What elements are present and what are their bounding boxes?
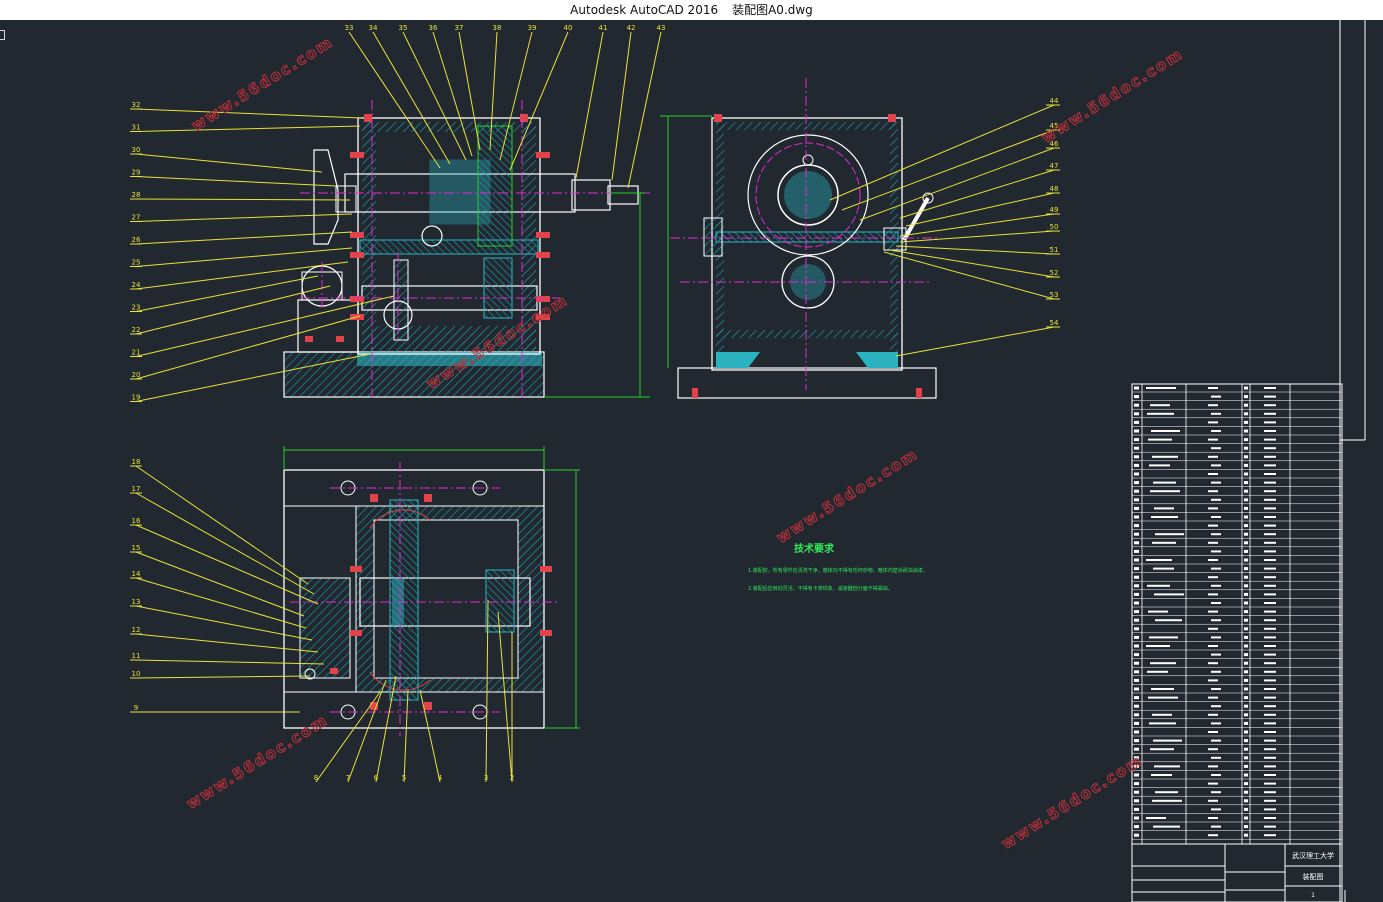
balloon-22: 22: [132, 326, 141, 334]
balloon-9: 9: [134, 704, 138, 712]
balloon-48: 48: [1050, 185, 1059, 193]
balloon-34: 34: [369, 24, 378, 32]
balloon-23: 23: [132, 304, 141, 312]
window-titlebar: Autodesk AutoCAD 2016 装配图A0.dwg: [0, 0, 1383, 20]
technical-requirements: 技术要求 1.装配前，所有零件应清洗干净，箱体内不得有任何杂物，箱体内壁涂耐油油…: [748, 542, 928, 592]
watermark-text: www.56doc.com: [773, 445, 921, 547]
balloon-28: 28: [132, 191, 141, 199]
balloon-12: 12: [132, 626, 141, 634]
balloon-24: 24: [132, 281, 141, 289]
tech-note-1: 1.装配前，所有零件应清洗干净，箱体内不得有任何杂物，箱体内壁涂耐油油漆。: [748, 567, 928, 574]
tech-notes-title: 技术要求: [794, 542, 835, 555]
balloon-30: 30: [132, 146, 141, 154]
app-title: Autodesk AutoCAD 2016: [570, 3, 719, 17]
balloon-40: 40: [564, 24, 573, 32]
watermark-text: www.56doc.com: [188, 33, 336, 135]
balloon-49: 49: [1050, 206, 1059, 214]
watermark-layer: www.56doc.com www.56doc.com www.56doc.com w…: [183, 32, 1187, 853]
balloon-37: 37: [455, 24, 464, 32]
balloon-44: 44: [1050, 97, 1059, 105]
balloon-5: 5: [402, 774, 406, 782]
watermark-text: www.56doc.com: [1038, 45, 1186, 147]
balloon-8: 8: [314, 774, 318, 782]
balloon-4: 4: [438, 774, 443, 782]
balloon-41: 41: [599, 24, 608, 32]
balloon-15: 15: [132, 544, 141, 552]
sheet-border: [1339, 20, 1366, 902]
front-section-view[interactable]: [283, 100, 650, 400]
balloon-42: 42: [627, 24, 636, 32]
watermark-text: www.56doc.com: [183, 711, 331, 813]
balloon-7: 7: [346, 774, 350, 782]
balloon-17: 17: [132, 485, 141, 493]
balloon-43: 43: [657, 24, 666, 32]
tech-note-2: 2.装配后应转动灵活，不得有卡滞现象，减速器剖分面不得漏油。: [748, 585, 893, 592]
balloon-36: 36: [429, 24, 438, 32]
balloon-16: 16: [132, 517, 141, 525]
balloon-27: 27: [132, 214, 141, 222]
balloon-18: 18: [132, 458, 141, 466]
balloon-19: 19: [132, 394, 141, 402]
balloon-45: 45: [1050, 122, 1059, 130]
balloon-6: 6: [374, 774, 379, 782]
balloon-39: 39: [528, 24, 537, 32]
watermark-text: www.56doc.com: [998, 751, 1146, 853]
plan-section-view[interactable]: [283, 446, 580, 736]
viewport-corner-marker: [0, 30, 5, 40]
school-name: 武汉理工大学: [1292, 851, 1334, 860]
balloon-29: 29: [132, 169, 141, 177]
balloon-52: 52: [1050, 269, 1059, 277]
balloon-21: 21: [132, 349, 141, 357]
balloon-54: 54: [1050, 319, 1059, 327]
balloon-1: 1: [510, 774, 514, 782]
balloon-14: 14: [132, 570, 141, 578]
balloon-leaders: [130, 31, 1060, 783]
balloon-11: 11: [132, 652, 141, 660]
balloon-51: 51: [1050, 246, 1059, 254]
balloon-13: 13: [132, 598, 141, 606]
balloon-53: 53: [1050, 291, 1059, 299]
balloon-32: 32: [132, 101, 141, 109]
balloon-38: 38: [493, 24, 502, 32]
balloon-20: 20: [132, 371, 141, 379]
balloon-31: 31: [132, 124, 141, 132]
balloon-33: 33: [345, 24, 354, 32]
sheet-number: 1: [1311, 892, 1315, 899]
drawing-canvas[interactable]: 3231302928272625242322212019333435363738…: [0, 20, 1383, 902]
balloon-50: 50: [1050, 223, 1059, 231]
balloon-10: 10: [132, 670, 141, 678]
balloon-35: 35: [399, 24, 408, 32]
drawing-name: 装配图: [1303, 872, 1324, 881]
title-block: 武汉理工大学 装配图 1: [1131, 843, 1343, 902]
side-section-view[interactable]: [660, 78, 940, 399]
balloon-3: 3: [484, 774, 488, 782]
balloon-2: 2: [510, 774, 514, 782]
balloon-26: 26: [132, 236, 141, 244]
file-name: 装配图A0.dwg: [732, 3, 813, 17]
balloon-46: 46: [1050, 140, 1059, 148]
parts-list-table: [1131, 383, 1343, 845]
balloon-47: 47: [1050, 162, 1059, 170]
balloon-25: 25: [132, 259, 141, 267]
